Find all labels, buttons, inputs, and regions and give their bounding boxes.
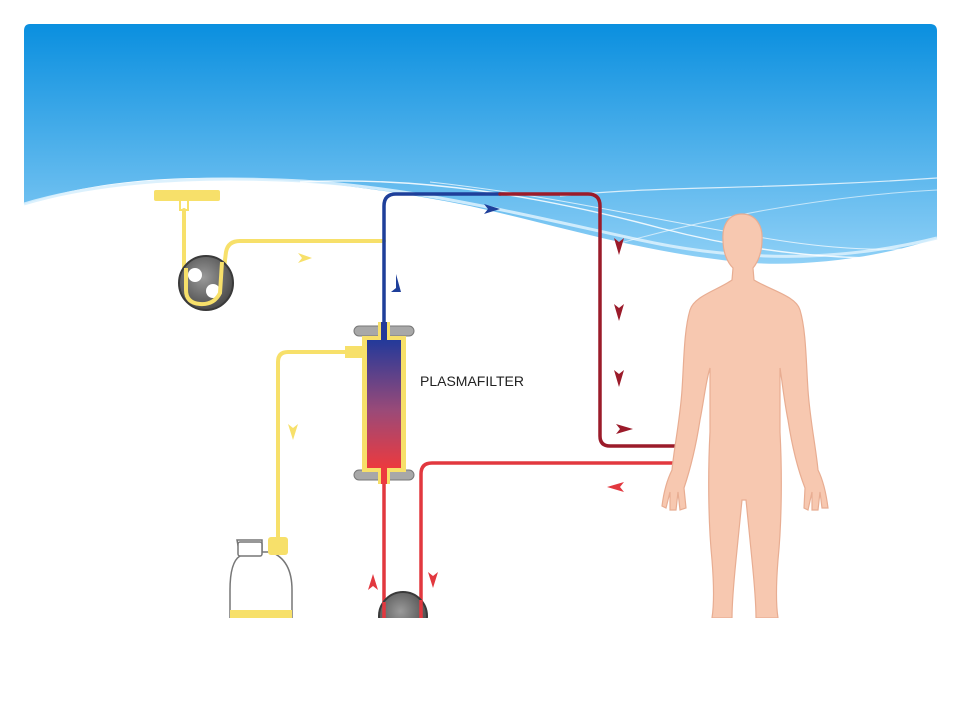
plasma-line — [276, 350, 360, 542]
flow-arrow-icon — [616, 424, 633, 434]
flow-arrow-icon — [484, 204, 500, 214]
flow-arrows — [288, 204, 633, 590]
flow-arrow-icon — [614, 238, 624, 255]
flow-arrow-icon — [614, 370, 624, 387]
flow-arrow-icon — [391, 274, 401, 292]
plasma-pump-icon — [178, 255, 234, 311]
plasmafilter — [345, 322, 415, 484]
sky-header — [23, 24, 938, 264]
flow-arrow-icon — [298, 253, 312, 263]
human-body-icon — [661, 213, 829, 618]
collection-bottle-icon — [229, 537, 293, 618]
flow-arrow-icon — [288, 424, 298, 440]
draw-line-red — [382, 461, 684, 618]
flow-arrow-icon — [607, 482, 624, 492]
plasmafilter-label: PLASMAFILTER — [420, 373, 524, 389]
return-line-red — [498, 192, 684, 448]
return-line-blue — [382, 192, 502, 327]
flow-arrow-icon — [428, 572, 438, 588]
flow-arrow-icon — [614, 304, 624, 321]
anticoagulant-bag — [154, 190, 220, 211]
flow-arrow-icon — [368, 574, 378, 590]
blood-pump-icon — [378, 591, 428, 618]
